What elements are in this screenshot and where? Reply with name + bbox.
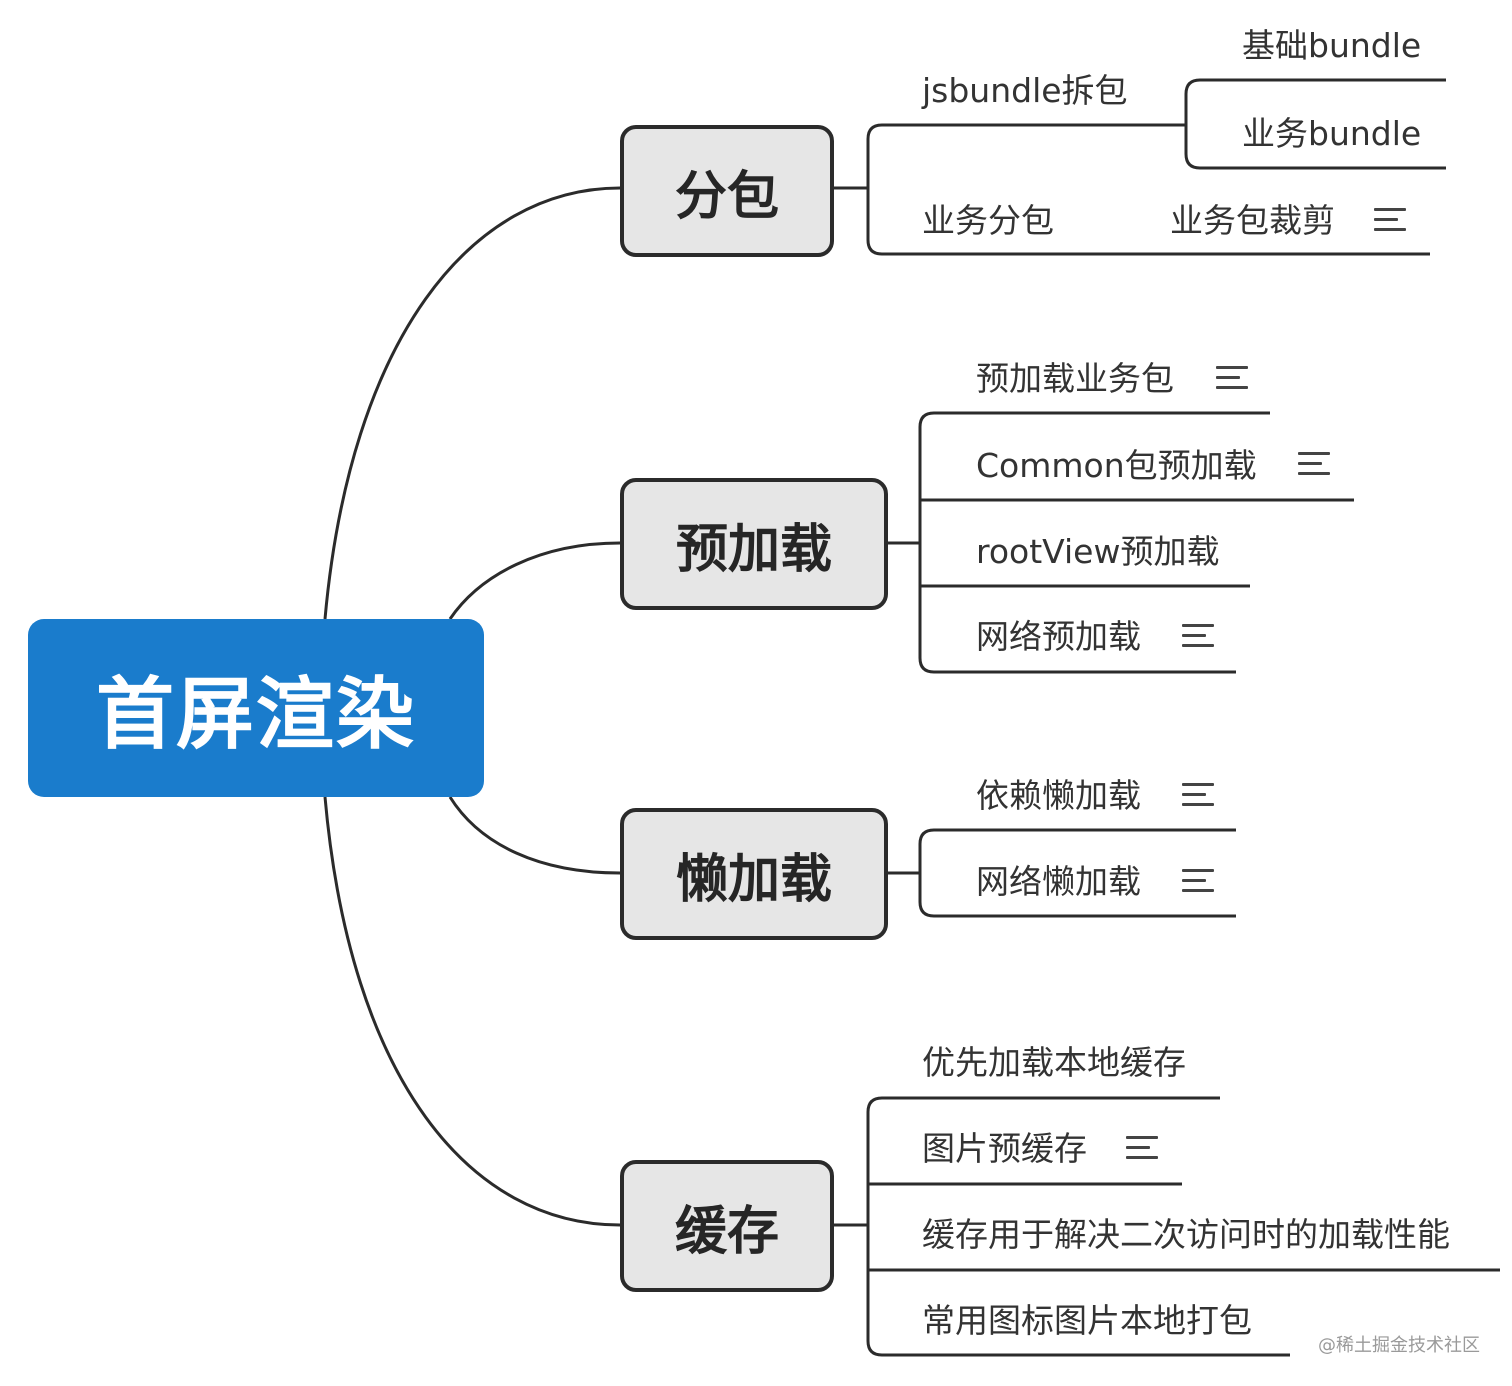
root-node[interactable]: 首屏渲染 [28, 619, 484, 797]
leaf-yewu-baocaijian[interactable]: 业务包裁剪 [1170, 201, 1335, 240]
leaf-preload-rootview[interactable]: rootView预加载 [976, 532, 1220, 571]
connector-jsbundle-children [1184, 78, 1201, 170]
connector-yujiazai-children [888, 411, 935, 674]
connector-fenbao-children [834, 123, 883, 256]
connector-huancun-children [834, 1096, 883, 1357]
leaf-preload-common[interactable]: Common包预加载 [976, 446, 1257, 485]
leaf-lazy-network[interactable]: 网络懒加载 [976, 862, 1141, 901]
leaf-jsbundle[interactable]: jsbundle拆包 [922, 71, 1128, 110]
connector-root-yujiazai [448, 541, 621, 620]
note-icon[interactable] [1182, 783, 1214, 807]
branch-node-huancun[interactable]: 缓存 [620, 1160, 834, 1292]
branch-node-fenbao[interactable]: 分包 [620, 125, 834, 257]
connector-root-huancun [323, 796, 621, 1227]
watermark: @稀土掘金技术社区 [1318, 1335, 1480, 1356]
leaf-cache-image-precache[interactable]: 图片预缓存 [922, 1129, 1087, 1168]
leaf-preload-business[interactable]: 预加载业务包 [976, 359, 1174, 398]
leaf-jichu-bundle[interactable]: 基础bundle [1242, 26, 1422, 65]
leaf-preload-network[interactable]: 网络预加载 [976, 617, 1141, 656]
note-icon[interactable] [1182, 869, 1214, 893]
note-icon[interactable] [1374, 208, 1406, 232]
leaf-cache-local-first[interactable]: 优先加载本地缓存 [922, 1043, 1186, 1082]
note-icon[interactable] [1182, 624, 1214, 648]
note-icon[interactable] [1126, 1136, 1158, 1160]
leaf-cache-icon-packaging[interactable]: 常用图标图片本地打包 [922, 1301, 1252, 1340]
branch-node-lanjiazai[interactable]: 懒加载 [620, 808, 888, 940]
leaf-lazy-dependency[interactable]: 依赖懒加载 [976, 776, 1141, 815]
leaf-yewu-fenbao[interactable]: 业务分包 [922, 201, 1054, 240]
branch-node-yujiazai[interactable]: 预加载 [620, 478, 888, 610]
connector-root-lanjiazai [448, 796, 621, 875]
connector-root-fenbao [323, 186, 621, 620]
leaf-cache-performance[interactable]: 缓存用于解决二次访问时的加载性能 [922, 1215, 1450, 1254]
note-icon[interactable] [1298, 452, 1330, 476]
leaf-yewu-bundle[interactable]: 业务bundle [1242, 114, 1422, 153]
connector-lanjiazai-children [888, 828, 935, 918]
note-icon[interactable] [1216, 366, 1248, 390]
